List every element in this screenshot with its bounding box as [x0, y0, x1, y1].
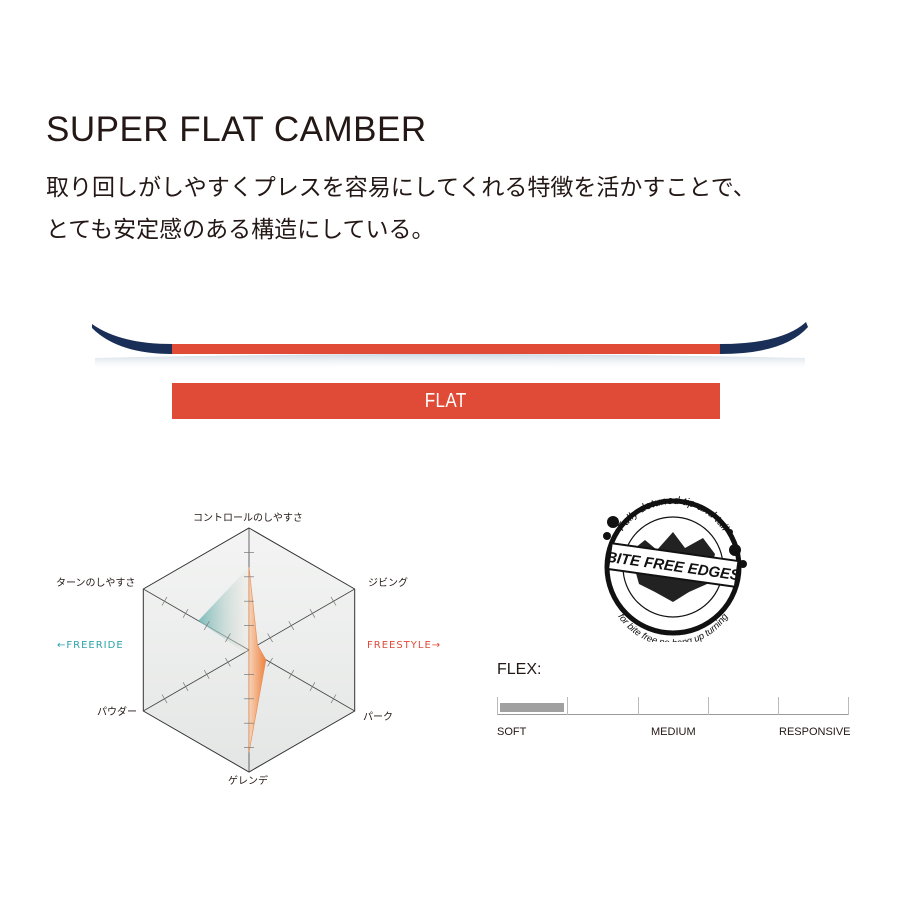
radar-tick: [182, 608, 189, 618]
radar-tick: [182, 682, 189, 692]
radar-axis-label-park: パーク: [363, 712, 393, 723]
freeride-label: ←FREERIDE: [57, 640, 124, 651]
flex-label-medium: MEDIUM: [651, 726, 696, 738]
radar-tick: [330, 694, 337, 704]
badge-bubble: [603, 532, 611, 540]
radar-tick: [225, 633, 231, 643]
radar-axis-line: [248, 588, 355, 651]
freestyle-label: FREESTYLE→: [367, 640, 442, 651]
radar-tick: [309, 682, 316, 692]
flat-profile-bar: FLAT: [172, 383, 720, 419]
radar-tick: [161, 596, 168, 606]
radar-axis-label-powder: パウダー: [97, 707, 137, 718]
riding-style-radar-chart: [142, 527, 356, 773]
badge-bubble: [729, 544, 741, 556]
badge-bubble: [607, 516, 619, 528]
radar-axis-label-control: コントロールのしやすさ: [193, 513, 303, 524]
radar-axis-line: [143, 649, 250, 712]
radar-tick: [203, 621, 210, 631]
radar-axis-label-jibbing: ジビング: [368, 578, 408, 589]
radar-tick: [267, 633, 273, 643]
radar-tick: [309, 608, 316, 618]
description-line-1: 取り回しがしやすくプレスを容易にしてくれる特徴を活かすことで、: [46, 175, 756, 201]
flex-tick: [778, 697, 779, 715]
radar-tick: [267, 657, 273, 667]
bite-free-edges-badge: Fully detuned tip and tail BITE FREE EDG…: [603, 495, 747, 642]
radar-axis-label-groomer: ゲレンデ: [228, 776, 268, 787]
flex-title: FLEX:: [497, 661, 542, 678]
flex-tick: [638, 697, 639, 715]
radar-tick: [288, 621, 295, 631]
radar-axis-label-turning: ターンのしやすさ: [56, 578, 136, 589]
radar-tick: [203, 669, 210, 679]
radar-tick: [288, 669, 295, 679]
badge-center-band: [606, 542, 740, 588]
page-title: SUPER FLAT CAMBER: [46, 110, 427, 149]
board-nose: [92, 324, 172, 354]
flex-scale: [497, 695, 849, 717]
flex-label-soft: SOFT: [497, 726, 527, 738]
flex-tick: [708, 697, 709, 715]
flex-label-responsive: RESPONSIVE: [779, 726, 851, 738]
badge-bubble: [739, 560, 747, 568]
flex-tick: [848, 697, 849, 715]
flex-level-fill: [500, 703, 565, 712]
description-line-2: とても安定感のある構造にしている。: [46, 217, 435, 243]
board-base: [172, 344, 720, 354]
radar-right-fill: [248, 566, 267, 753]
board-tail: [720, 322, 808, 354]
flat-profile-label: FLAT: [424, 389, 467, 412]
board-profile-illustration: [92, 322, 808, 370]
radar-axis-line: [248, 649, 355, 712]
radar-tick: [330, 596, 337, 606]
radar-tick: [225, 657, 231, 667]
radar-tick: [161, 694, 168, 704]
flex-baseline: [497, 714, 849, 715]
flex-tick: [497, 697, 498, 715]
radar-left-fill: [198, 567, 249, 753]
radar-ticks: [161, 552, 337, 748]
flex-tick: [567, 697, 568, 715]
badge-bubble: [727, 529, 733, 535]
board-shadow: [95, 354, 805, 370]
